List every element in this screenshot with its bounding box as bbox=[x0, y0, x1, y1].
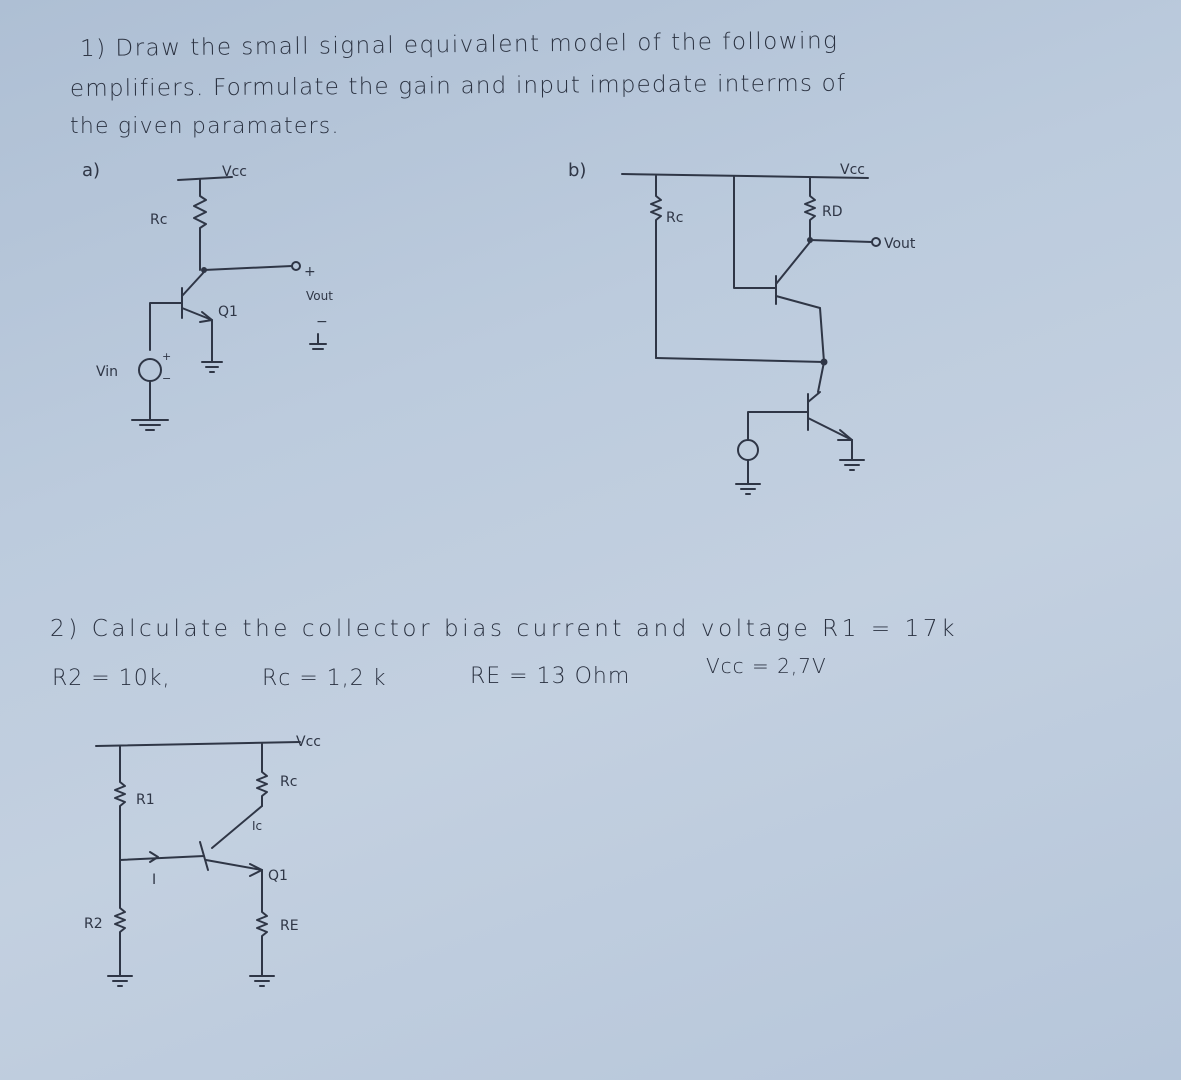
circuit-a-vin-label: Vin bbox=[96, 364, 118, 380]
circuit-b-rc-resistor bbox=[650, 175, 662, 359]
circuit-b-vcc-rail bbox=[621, 173, 869, 179]
circuit-a-source-ground bbox=[131, 419, 169, 431]
circuit-b-rd-label: RD bbox=[822, 204, 843, 220]
circuit-2-collector bbox=[211, 805, 263, 849]
problem2-vcc: Vcc = 2,7V bbox=[706, 654, 827, 678]
circuit-2-base-wire bbox=[119, 855, 205, 861]
circuit-a-vin-source bbox=[138, 358, 162, 382]
circuit-b-source-ground bbox=[735, 483, 761, 495]
circuit-b-inner-wire bbox=[733, 175, 777, 289]
circuit-b-emitter-ground bbox=[839, 459, 865, 471]
circuit-a-vcc-label: Vcc bbox=[222, 164, 247, 180]
circuit-b-vcc-label: Vcc bbox=[840, 162, 865, 178]
circuit-a-rc-label: Rc bbox=[150, 212, 167, 228]
problem2-r2: R2 = 10k, bbox=[52, 666, 171, 691]
circuit-2-i-label: I bbox=[152, 872, 156, 888]
circuit-a-src-plus: + bbox=[162, 350, 171, 363]
circuit-b-q-lower-collector-leg bbox=[807, 391, 821, 403]
circuit-2-re-ground bbox=[249, 975, 275, 987]
circuit-a-vout-minus: − bbox=[316, 314, 328, 330]
circuit-b-q-upper-collector bbox=[775, 241, 811, 285]
circuit-a-vout-label: Vout bbox=[306, 289, 333, 303]
circuit-b-q-lower-emitter bbox=[807, 417, 853, 441]
circuit-2-vcc-label: Vcc bbox=[296, 734, 321, 750]
circuit-b-output-wire bbox=[809, 239, 873, 243]
circuit-b-bottom-wire bbox=[655, 357, 825, 363]
circuit-b-vout-label: Vout bbox=[884, 236, 916, 252]
circuit-2-r1-resistor bbox=[114, 745, 126, 861]
circuit-a-output-wire bbox=[203, 265, 293, 271]
circuit-2-emitter bbox=[205, 859, 263, 871]
circuit-a-vout-plus: + bbox=[304, 264, 316, 280]
circuit-a-label: a) bbox=[82, 160, 100, 181]
circuit-2-r2-label: R2 bbox=[84, 916, 103, 932]
circuit-a-src-minus: − bbox=[162, 372, 171, 385]
circuit-b-vout-terminal bbox=[871, 237, 881, 247]
circuit-a-transistor-collector bbox=[181, 271, 205, 297]
problem2-re: RE = 13 Ohm bbox=[470, 664, 631, 689]
circuit-b-source bbox=[737, 439, 759, 461]
circuit-b-rc-label: Rc bbox=[666, 210, 683, 226]
circuit-2-re-label: RE bbox=[280, 918, 299, 934]
problem2-line1: 2) Calculate the collector bias current … bbox=[50, 616, 959, 642]
circuit-a-base-wire bbox=[149, 302, 183, 351]
circuit-b-lower-collector bbox=[817, 361, 825, 393]
circuit-b-q-upper-emitter bbox=[775, 295, 821, 309]
circuit-2-r2-ground bbox=[107, 975, 133, 987]
circuit-a: a) Vcc Rc + Vout − Q1 bbox=[82, 160, 333, 431]
circuit-a-rc-resistor bbox=[193, 179, 207, 271]
circuit-a-output-ground bbox=[309, 333, 327, 350]
circuit-2-vcc-rail bbox=[95, 741, 301, 747]
circuit-a-q1-label: Q1 bbox=[218, 304, 238, 320]
circuit-2-rc-label: Rc bbox=[280, 774, 297, 790]
circuit-2-r2-resistor bbox=[114, 859, 126, 977]
circuit-b: b) Vcc Rc RD Vout bbox=[568, 160, 916, 495]
circuit-2-emitter-arrow bbox=[249, 863, 263, 877]
circuit-b-upper-emitter-wire bbox=[819, 307, 825, 363]
circuit-2-rc-resistor bbox=[256, 743, 268, 807]
problem1-line3: the given paramaters. bbox=[70, 114, 340, 139]
circuit-b-label: b) bbox=[568, 160, 586, 181]
circuit-a-emitter-ground bbox=[201, 361, 223, 373]
circuit-b-rd-resistor bbox=[804, 177, 816, 241]
circuit-a-transistor-emitter bbox=[181, 307, 213, 321]
circuit-b-base-wire bbox=[747, 411, 809, 441]
problem2-rc: Rc = 1,2 k bbox=[262, 666, 387, 691]
circuit-a-vcc-rail bbox=[177, 176, 233, 181]
circuit-2-q1-label: Q1 bbox=[268, 868, 288, 884]
circuit-2-ic-label: Ic bbox=[252, 819, 262, 833]
circuit-a-vout-terminal bbox=[291, 261, 301, 271]
circuit-2: Vcc R1 Rc Ic I Q1 RE bbox=[84, 734, 321, 987]
circuit-2-base-current-arrow bbox=[149, 851, 159, 863]
circuit-2-re-resistor bbox=[256, 869, 268, 977]
circuit-2-r1-label: R1 bbox=[136, 792, 155, 808]
